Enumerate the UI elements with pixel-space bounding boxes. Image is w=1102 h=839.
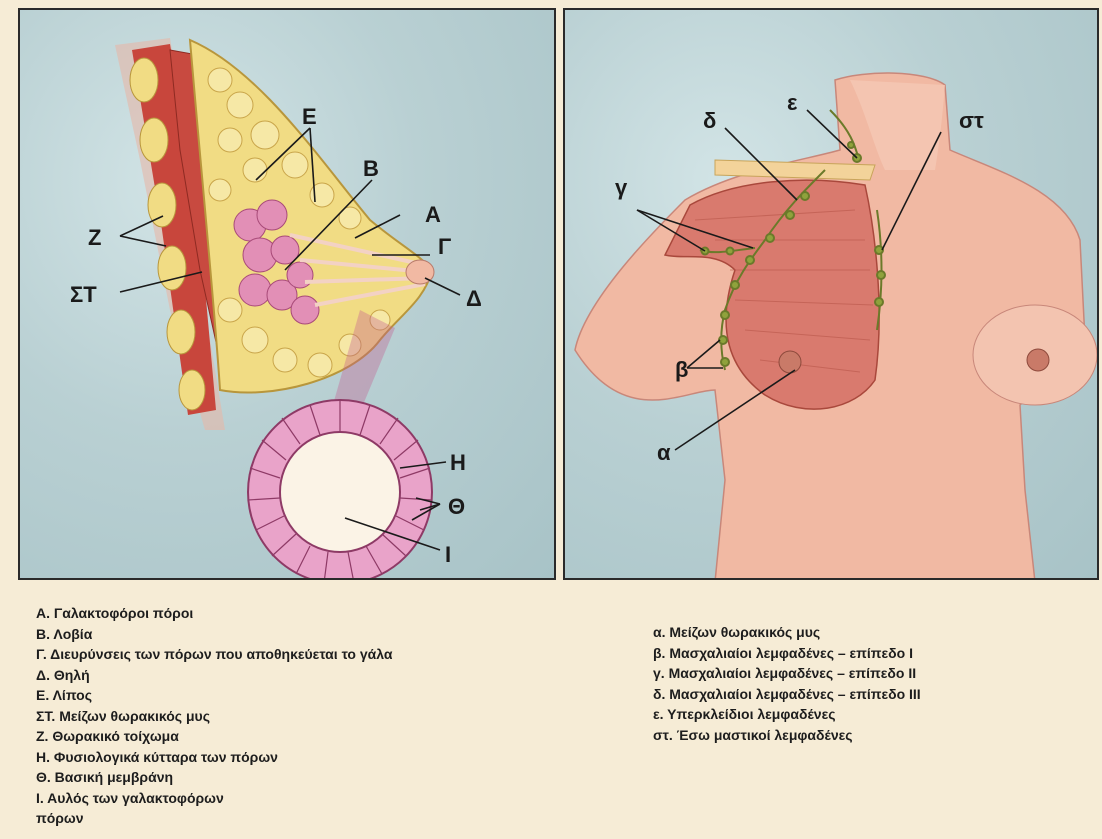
- label-gamma: γ: [615, 175, 628, 200]
- duct-cross-section: [248, 400, 432, 580]
- label-delta: δ: [703, 108, 716, 133]
- legend-item-ST: ΣΤ. Μείζων θωρακικός μυς: [36, 706, 596, 727]
- label-epsilon: ε: [787, 90, 798, 115]
- legend-item-alpha: α. Μείζων θωρακικός μυς: [653, 622, 1093, 643]
- label-Z: Ζ: [88, 225, 101, 250]
- breast-cross-section-panel: Ε Β Α Γ Δ Ζ ΣΤ Η Θ Ι: [18, 8, 556, 580]
- label-E: Ε: [302, 104, 317, 129]
- label-I: Ι: [445, 542, 451, 567]
- legend-item-epsilon: ε. Υπερκλείδιοι λεμφαδένες: [653, 704, 1093, 725]
- label-st: στ: [959, 108, 984, 133]
- legend-item-E: Ε. Λίπος: [36, 685, 596, 706]
- torso-lymph-nodes-panel: ε δ στ γ β α: [563, 8, 1099, 580]
- label-beta: β: [675, 357, 688, 382]
- legend-item-beta: β. Μασχαλιαίοι λεμφαδένες – επίπεδο Ι: [653, 643, 1093, 664]
- legend-item-gamma: γ. Μασχαλιαίοι λεμφαδένες – επίπεδο ΙΙ: [653, 663, 1093, 684]
- label-D: Δ: [466, 286, 482, 311]
- breast-cross-section-illustration: Ε Β Α Γ Δ Ζ ΣΤ Η Θ Ι: [20, 10, 556, 580]
- legend-left: Α. Γαλακτοφόροι πόροι Β. Λοβία Γ. Διευρύ…: [36, 603, 596, 829]
- legend-item-G: Γ. Διευρύνσεις των πόρων που αποθηκεύετα…: [36, 644, 596, 665]
- legend-item-B: Β. Λοβία: [36, 624, 596, 645]
- label-H: Η: [450, 450, 466, 475]
- legend-item-A: Α. Γαλακτοφόροι πόροι: [36, 603, 596, 624]
- legend-right: α. Μείζων θωρακικός μυς β. Μασχαλιαίοι λ…: [653, 622, 1093, 745]
- legend-item-delta: δ. Μασχαλιαίοι λεμφαδένες – επίπεδο ΙΙΙ: [653, 684, 1093, 705]
- label-alpha: α: [657, 440, 671, 465]
- legend-item-st: στ. Έσω μαστικοί λεμφαδένες: [653, 725, 1093, 746]
- label-G: Γ: [438, 234, 451, 259]
- legend-item-TH: Θ. Βασική μεμβράνη: [36, 767, 596, 788]
- legend-item-I-continued: πόρων: [36, 808, 596, 829]
- legend-item-H: Η. Φυσιολογικά κύτταρα των πόρων: [36, 747, 596, 768]
- label-B: Β: [363, 156, 379, 181]
- legend-item-Z: Ζ. Θωρακικό τοίχωμα: [36, 726, 596, 747]
- legend-item-D: Δ. Θηλή: [36, 665, 596, 686]
- label-ST: ΣΤ: [70, 282, 97, 307]
- breast-outline: [190, 40, 432, 393]
- label-TH: Θ: [448, 494, 465, 519]
- label-A: Α: [425, 202, 441, 227]
- torso-illustration: ε δ στ γ β α: [565, 10, 1099, 580]
- legend-item-I: Ι. Αυλός των γαλακτοφόρων: [36, 788, 596, 809]
